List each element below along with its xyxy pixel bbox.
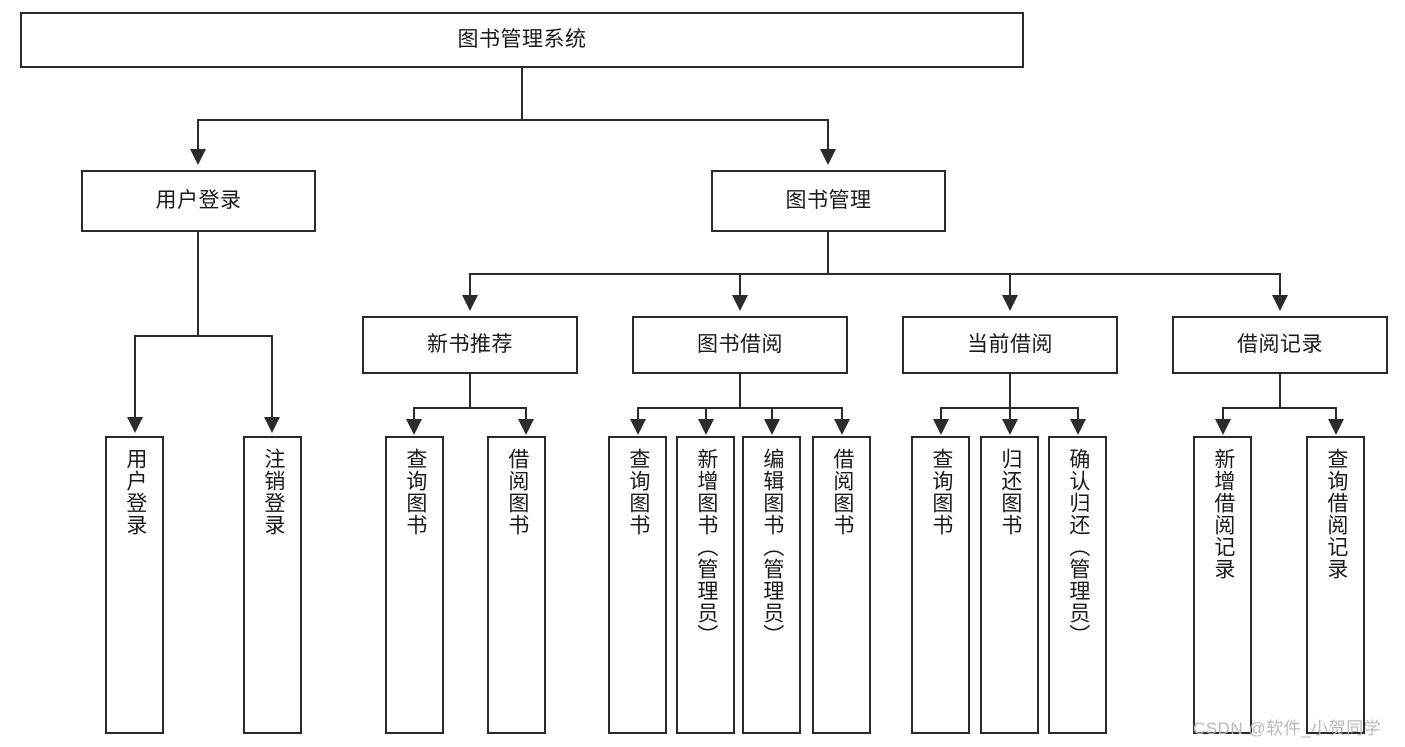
connector-current-borrow-trunk (1009, 374, 1011, 408)
node-leaf-borrow-book-2[interactable]: 借阅图书 (812, 436, 871, 734)
connector-new-book-recommend-splitter (413, 407, 527, 409)
arrowhead-user-login (190, 149, 206, 165)
node-leaf-confirm-return[interactable]: 确认归还（管理员） (1048, 436, 1107, 734)
node-label: 归还图书 (998, 448, 1022, 536)
connector-to-leaf-add-book (705, 407, 707, 419)
node-borrow-record[interactable]: 借阅记录 (1172, 316, 1388, 374)
connector-root-to-user-login (197, 119, 199, 149)
node-label: 当前借阅 (967, 332, 1053, 356)
node-label: 新增图书（管理员） (694, 448, 718, 646)
node-label: 查询图书 (403, 448, 427, 536)
connector-to-leaf-user-login (134, 335, 136, 417)
node-leaf-borrow-book-1[interactable]: 借阅图书 (487, 436, 546, 734)
node-leaf-add-book[interactable]: 新增图书（管理员） (676, 436, 735, 734)
connector-root-trunk (521, 68, 523, 120)
arrowhead-leaf-add-borrow-record (1215, 419, 1231, 435)
connector-user-login-trunk (197, 232, 199, 336)
connector-to-current-borrow (1009, 273, 1011, 295)
node-label: 用户登录 (123, 448, 147, 536)
node-label: 图书借阅 (697, 332, 783, 356)
connector-to-leaf-query-book-2 (637, 407, 639, 419)
node-leaf-query-book-3[interactable]: 查询图书 (911, 436, 970, 734)
node-label: 用户登录 (155, 188, 242, 212)
node-new-book-recommend[interactable]: 新书推荐 (362, 316, 578, 374)
node-leaf-return-book[interactable]: 归还图书 (980, 436, 1039, 734)
connector-root-to-book-management (827, 119, 829, 149)
connector-to-book-borrow (739, 273, 741, 295)
node-label: 确认归还（管理员） (1066, 448, 1090, 646)
node-label: 借阅图书 (505, 448, 529, 536)
arrowhead-book-borrow (732, 295, 748, 311)
node-leaf-query-book-2[interactable]: 查询图书 (608, 436, 667, 734)
node-user-login[interactable]: 用户登录 (81, 170, 316, 232)
connector-to-leaf-borrow-book-1 (525, 407, 527, 419)
arrowhead-leaf-query-book-2 (630, 419, 646, 435)
connector-borrow-record-splitter (1222, 407, 1337, 409)
connector-to-leaf-confirm-return (1077, 407, 1079, 419)
connector-user-login-splitter (134, 335, 273, 337)
connector-to-leaf-query-book-3 (940, 407, 942, 419)
node-label: 注销登录 (261, 448, 285, 536)
connector-to-leaf-add-borrow-record (1222, 407, 1224, 419)
arrowhead-current-borrow (1002, 295, 1018, 311)
connector-to-leaf-edit-book (771, 407, 773, 419)
connector-new-book-recommend-trunk (469, 374, 471, 408)
node-leaf-logout-login[interactable]: 注销登录 (243, 436, 302, 734)
arrowhead-leaf-query-borrow-record (1328, 419, 1344, 435)
connector-to-borrow-record (1279, 273, 1281, 295)
arrowhead-leaf-query-book-3 (933, 419, 949, 435)
arrowhead-leaf-borrow-book-1 (518, 419, 534, 435)
node-leaf-user-login[interactable]: 用户登录 (105, 436, 164, 734)
node-leaf-query-book-1[interactable]: 查询图书 (385, 436, 444, 734)
connector-to-leaf-return-book (1009, 407, 1011, 419)
node-root-book-management-system[interactable]: 图书管理系统 (20, 12, 1024, 68)
node-label: 图书管理 (785, 188, 872, 212)
arrowhead-leaf-borrow-book-2 (834, 419, 850, 435)
arrowhead-leaf-query-book-1 (406, 419, 422, 435)
node-leaf-edit-book[interactable]: 编辑图书（管理员） (742, 436, 801, 734)
node-label: 查询借阅记录 (1324, 448, 1348, 580)
connector-book-management-trunk (827, 232, 829, 274)
node-book-management[interactable]: 图书管理 (711, 170, 946, 232)
connector-root-splitter (197, 119, 829, 121)
connector-to-leaf-logout-login (271, 335, 273, 417)
node-label: 查询图书 (929, 448, 953, 536)
node-book-borrow[interactable]: 图书借阅 (632, 316, 848, 374)
node-label: 编辑图书（管理员） (760, 448, 784, 646)
arrowhead-new-book-recommend (462, 295, 478, 311)
arrowhead-leaf-user-login (127, 417, 143, 433)
arrowhead-leaf-edit-book (764, 419, 780, 435)
node-current-borrow[interactable]: 当前借阅 (902, 316, 1118, 374)
connector-to-leaf-borrow-book-2 (841, 407, 843, 419)
node-label: 新增借阅记录 (1211, 448, 1235, 580)
node-label: 图书管理系统 (457, 27, 587, 51)
arrowhead-borrow-record (1272, 295, 1288, 311)
arrowhead-leaf-logout-login (264, 417, 280, 433)
csdn-watermark: CSDN @软件_小贺同学 (1193, 719, 1382, 738)
connector-book-borrow-splitter (637, 407, 842, 409)
connector-book-borrow-trunk (739, 374, 741, 408)
connector-book-management-splitter (469, 273, 1281, 275)
node-leaf-query-borrow-record[interactable]: 查询借阅记录 (1306, 436, 1365, 734)
node-label: 借阅图书 (830, 448, 854, 536)
connector-to-leaf-query-borrow-record (1335, 407, 1337, 419)
connector-borrow-record-trunk (1279, 374, 1281, 408)
node-label: 借阅记录 (1237, 332, 1323, 356)
node-leaf-add-borrow-record[interactable]: 新增借阅记录 (1193, 436, 1252, 734)
arrowhead-leaf-return-book (1002, 419, 1018, 435)
node-label: 查询图书 (626, 448, 650, 536)
node-label: 新书推荐 (427, 332, 513, 356)
arrowhead-leaf-add-book (698, 419, 714, 435)
arrowhead-leaf-confirm-return (1070, 419, 1086, 435)
connector-to-new-book-recommend (469, 273, 471, 295)
arrowhead-book-management (820, 149, 836, 165)
connector-to-leaf-query-book-1 (413, 407, 415, 419)
